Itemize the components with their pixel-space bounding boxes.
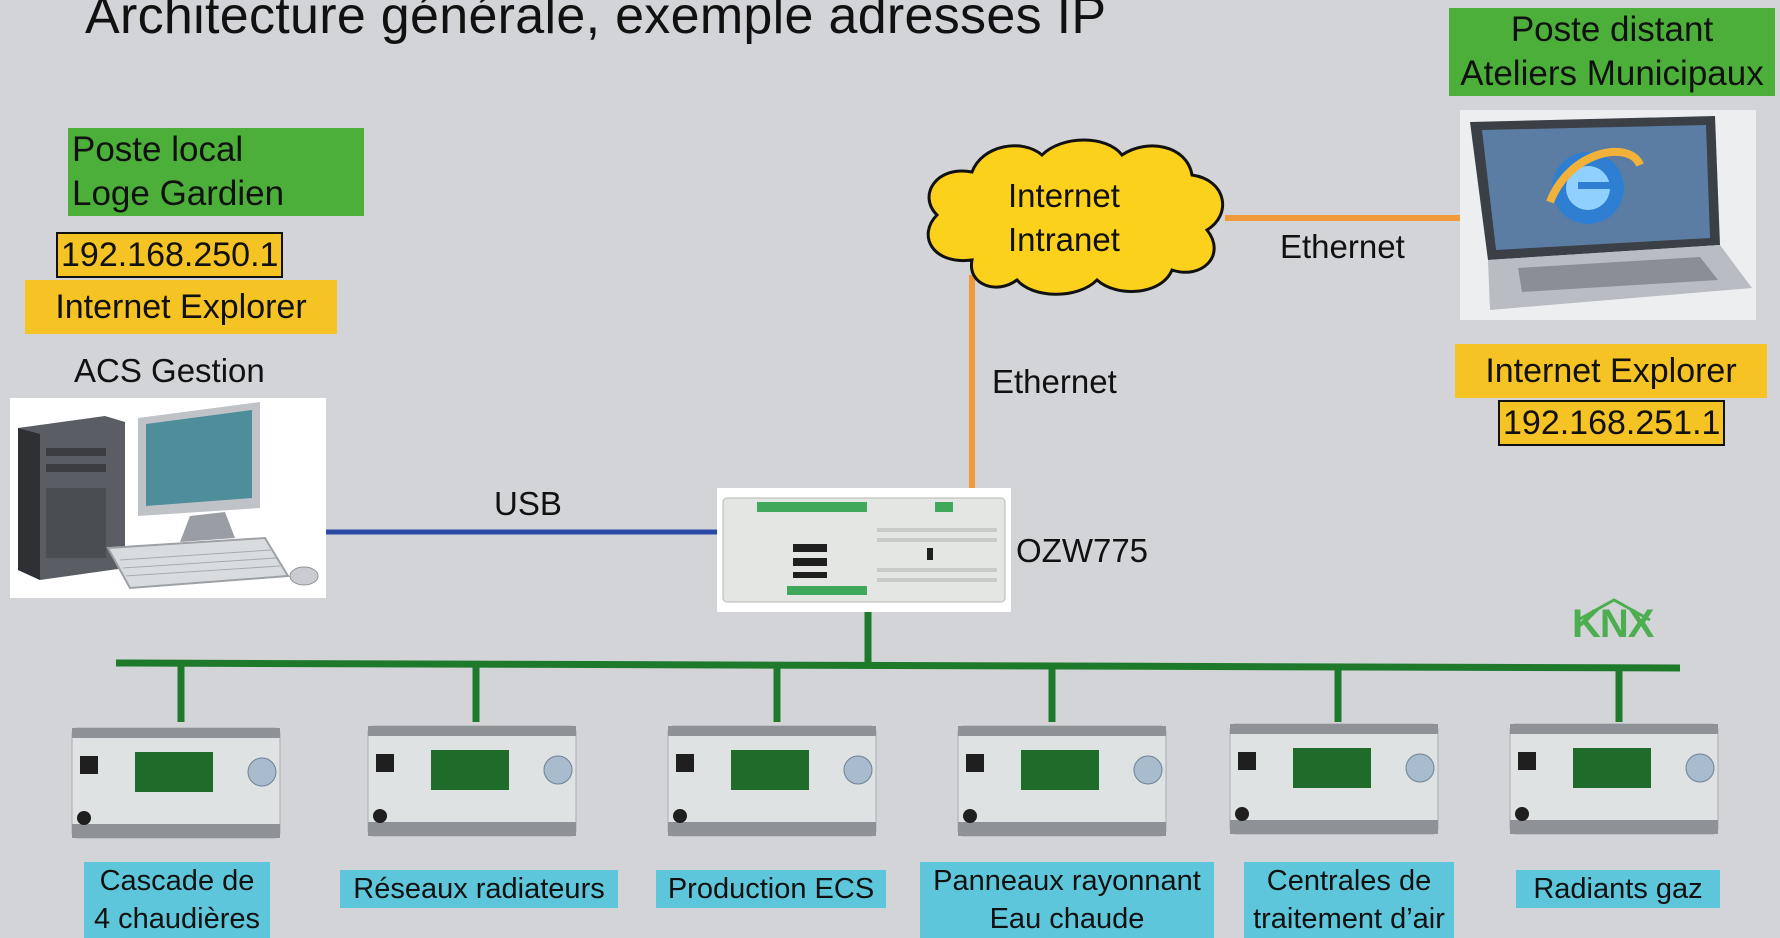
gateway-device-icon (717, 488, 1011, 612)
controller-device-icon (1229, 723, 1439, 835)
page-title: Architecture générale, exemple adresses … (85, 0, 1107, 45)
controller-label: Centrales de traitement d’air (1244, 862, 1454, 938)
controller-label: Réseaux radiateurs (340, 870, 618, 908)
usb-label: USB (494, 485, 562, 522)
controller-device-icon (367, 725, 577, 837)
laptop-icon (1460, 110, 1756, 320)
cloud-label-internet: Internet (1008, 177, 1120, 214)
remote-station-label: Poste distant Ateliers Municipaux (1449, 8, 1775, 96)
desktop-computer-icon (10, 398, 326, 598)
knx-bus (115, 612, 1681, 722)
ethernet-label-vertical: Ethernet (992, 363, 1117, 400)
cloud-label-intranet: Intranet (1008, 221, 1120, 258)
knx-logo: KNX (1572, 602, 1654, 646)
controller-label: Radiants gaz (1516, 870, 1720, 908)
remote-browser-label: Internet Explorer (1455, 344, 1767, 398)
controller-device-icon (71, 727, 281, 839)
remote-ip: 192.168.251.1 (1498, 400, 1726, 446)
controller-label: Panneaux rayonnant Eau chaude (920, 862, 1214, 938)
local-station-label: Poste local Loge Gardien (68, 128, 364, 216)
ethernet-label-horizontal: Ethernet (1280, 228, 1405, 265)
local-browser-label: Internet Explorer (25, 280, 337, 334)
controller-device-icon (1509, 723, 1719, 835)
controller-device-icon (667, 725, 877, 837)
cloud-icon (926, 138, 1225, 296)
local-ip: 192.168.250.1 (56, 232, 284, 278)
controller-label: Cascade de 4 chaudières (84, 862, 270, 938)
knx-logo-arc (1577, 598, 1651, 622)
controller-label: Production ECS (656, 870, 886, 908)
local-software-label: ACS Gestion (74, 352, 265, 389)
gateway-label: OZW775 (1016, 532, 1149, 569)
controller-device-icon (957, 725, 1167, 837)
